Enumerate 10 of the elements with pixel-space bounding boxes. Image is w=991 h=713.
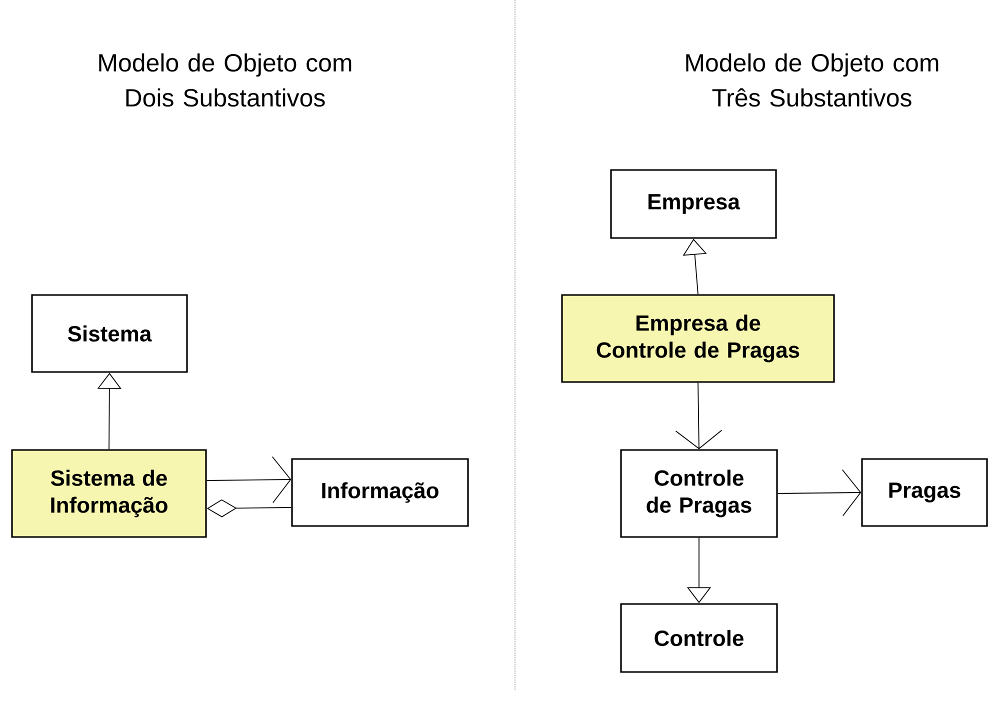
class-box: Empresa de Controle de Pragas (561, 294, 835, 383)
heading: Modelo de Objeto com Dois Substantivos (99, 53, 352, 107)
class-box: Sistema (31, 294, 188, 373)
class-box: Informação (291, 458, 469, 527)
class-box: Controle (620, 603, 778, 673)
class-box: Empresa (610, 169, 777, 239)
heading: Modelo de Objeto com Três Substantivos (686, 53, 938, 107)
class-box: Pragas (861, 458, 988, 527)
class-box: Controle de Pragas (620, 449, 778, 538)
class-box: Sistema de Informação (11, 449, 207, 538)
